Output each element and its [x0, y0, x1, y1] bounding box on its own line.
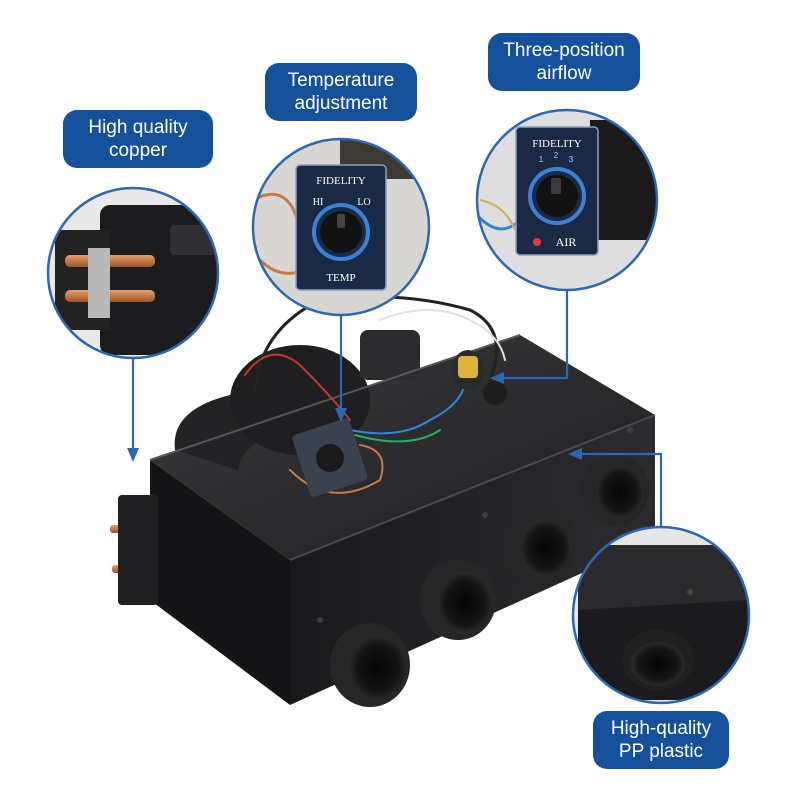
callout-copper-line2: copper [108, 140, 168, 161]
air-knob [536, 175, 578, 217]
leader-lines [131, 290, 663, 527]
air-vent [330, 623, 410, 707]
heater-side-panel [150, 460, 290, 705]
callout-temperature-line2: adjustment [294, 93, 388, 114]
arrow-icons [127, 372, 582, 462]
temp-panel-brand: FIDELITY [316, 175, 366, 187]
plastic-detail-view [571, 525, 751, 705]
callout-copper-line1: High quality [88, 117, 188, 138]
control-housing [360, 330, 420, 380]
arrow-icon [335, 408, 347, 422]
callout-plastic-line1: High-quality [610, 718, 712, 739]
air-panel-brand: FIDELITY [532, 138, 582, 150]
air-position-1: 1 [539, 155, 544, 164]
callout-plastic-line2: PP plastic [618, 741, 704, 762]
air-position-2: 2 [554, 151, 559, 160]
air-vent [420, 560, 496, 640]
temp-hi-label: HI [313, 197, 324, 208]
airflow-detail-view [475, 108, 659, 292]
heater-top-panel [150, 335, 655, 560]
callout-airflow-line2: airflow [536, 63, 592, 84]
indicator-led [533, 238, 541, 246]
air-vent [581, 454, 649, 526]
temp-panel-name: TEMP [326, 272, 355, 284]
air-vent [504, 507, 576, 583]
air-switch [452, 350, 507, 405]
air-panel-name: AIR [556, 235, 577, 249]
callout-temperature-line1: Temperature [287, 70, 395, 91]
callout-plastic: High-quality PP plastic [593, 711, 729, 769]
air-vents [330, 454, 649, 707]
copper-detail-view [46, 186, 220, 360]
callout-airflow-line1: Three-position [503, 40, 625, 61]
temp-switch [292, 418, 368, 497]
callout-copper: High quality copper [63, 110, 213, 168]
arrow-icon [490, 372, 504, 384]
temp-lo-label: LO [357, 197, 370, 208]
callout-airflow: Three-position airflow [488, 33, 640, 91]
callout-temperature: Temperature adjustment [265, 63, 417, 121]
temp-knob [320, 211, 362, 253]
arrow-icon [127, 448, 139, 462]
air-position-3: 3 [569, 155, 574, 164]
arrow-icon [568, 448, 582, 460]
temperature-detail-view [251, 137, 431, 317]
